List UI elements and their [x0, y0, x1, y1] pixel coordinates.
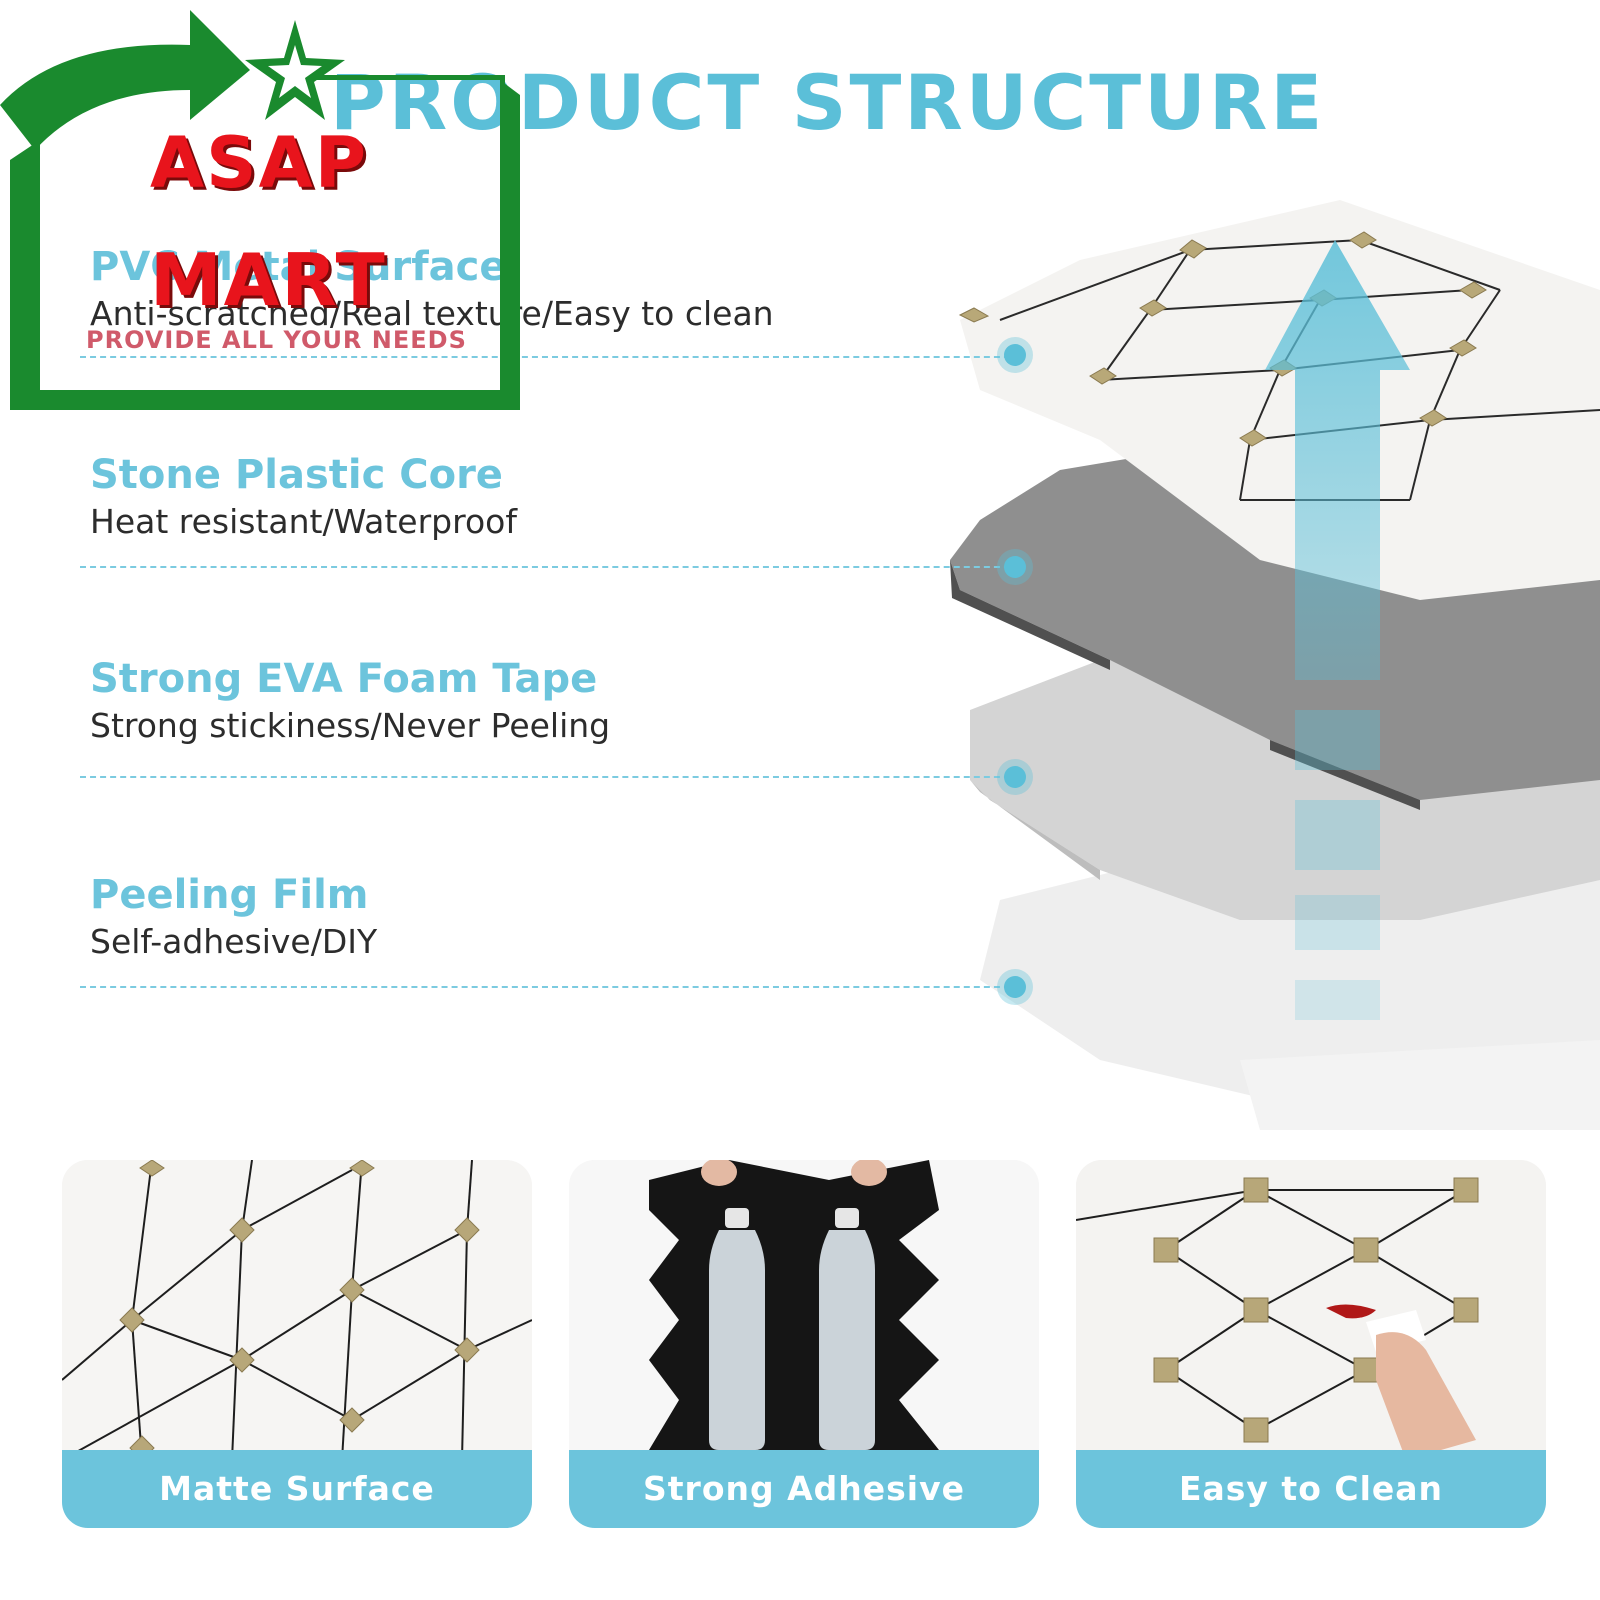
layer-eva-foam-tape: Strong EVA Foam Tape Strong stickiness/N…: [90, 656, 610, 745]
layer-stone-plastic-core: Stone Plastic Core Heat resistant/Waterp…: [90, 452, 517, 541]
logo-wordmark-asap: ASAP: [150, 122, 369, 204]
layer-stack-illustration: [950, 200, 1600, 1130]
brand-logo: ASAP MART PROVIDE ALL YOUR NEEDS: [0, 0, 540, 430]
feature-label: Matte Surface: [62, 1450, 532, 1528]
logo-wordmark-mart: MART: [150, 238, 387, 322]
layer-description: Self-adhesive/DIY: [90, 922, 378, 961]
layer-description: Heat resistant/Waterproof: [90, 502, 517, 541]
layer-marker-dot-icon: [997, 337, 1033, 373]
layer-marker-dot-icon: [997, 969, 1033, 1005]
feature-label: Strong Adhesive: [569, 1450, 1039, 1528]
leader-line: [80, 986, 1020, 988]
layer-description: Strong stickiness/Never Peeling: [90, 706, 611, 745]
layer-peeling-film: Peeling Film Self-adhesive/DIY: [90, 872, 377, 961]
leader-line: [80, 776, 1020, 778]
leader-line: [80, 356, 1020, 358]
cleaning-demo-image: [1076, 1160, 1546, 1460]
layer-name: Strong EVA Foam Tape: [90, 656, 598, 702]
layer-marker-dot-icon: [997, 759, 1033, 795]
layer-description: Anti-scratched/Real texture/Easy to clea…: [90, 294, 774, 333]
logo-tagline: PROVIDE ALL YOUR NEEDS: [86, 326, 467, 354]
pvc-metal-surface-layer: [958, 200, 1600, 600]
water-bottle-icon: [819, 1208, 875, 1450]
layer-pvc-metal-surface: PVC Metal Surface Anti-scratched/Real te…: [90, 244, 774, 333]
feature-card-easy-to-clean: Easy to Clean: [1076, 1160, 1546, 1528]
feature-card-strong-adhesive: Strong Adhesive: [569, 1160, 1039, 1528]
marble-tile-image: [62, 1160, 532, 1460]
layer-marker-dot-icon: [997, 549, 1033, 585]
layer-name: PVC Metal Surface: [90, 244, 507, 290]
water-bottle-icon: [709, 1208, 765, 1450]
arrow-up-icon: [1265, 240, 1410, 1020]
feature-card-matte-surface: Matte Surface: [62, 1160, 532, 1528]
adhesive-demo-image: [569, 1160, 1039, 1460]
layer-name: Stone Plastic Core: [90, 452, 503, 498]
curved-arrow-icon: [0, 10, 250, 150]
feature-label: Easy to Clean: [1076, 1450, 1546, 1528]
peeling-film-layer: [980, 860, 1600, 1130]
star-icon: [245, 20, 345, 120]
page-title: PRODUCT STRUCTURE: [330, 58, 1326, 147]
layer-name: Peeling Film: [90, 872, 369, 918]
leader-line: [80, 566, 1020, 568]
